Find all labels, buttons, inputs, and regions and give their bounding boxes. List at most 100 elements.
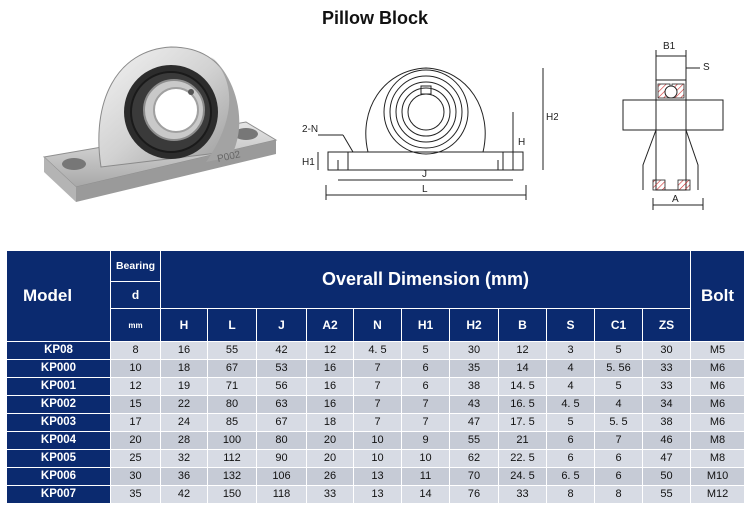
dim-cell-c1: 5 xyxy=(594,377,643,396)
model-cell: KP004 xyxy=(6,431,111,450)
dim-cell-b: 16. 5 xyxy=(498,395,547,414)
dim-cell-zs: 30 xyxy=(641,341,692,360)
bolt-cell: M10 xyxy=(690,467,746,486)
dim-cell-zs: 38 xyxy=(641,413,692,432)
dim-cell-zs: 33 xyxy=(641,359,692,378)
dim-cell-j: 53 xyxy=(256,359,307,378)
dim-cell-a2: 20 xyxy=(306,449,354,468)
dim-cell-a2: 18 xyxy=(306,413,354,432)
dim-cell-b: 14 xyxy=(498,359,547,378)
front-view-diagram: 2-N H1 H H2 J L xyxy=(302,67,558,200)
model-cell: KP08 xyxy=(6,341,111,360)
dim-cell-c1: 7 xyxy=(594,431,643,450)
dim-header-h: H xyxy=(160,308,208,342)
dim-cell-c1: 5. 5 xyxy=(594,413,643,432)
dim-cell-l: 100 xyxy=(207,431,257,450)
pillow-block-photo: P002 xyxy=(6,22,296,222)
bolt-cell: M5 xyxy=(690,341,746,360)
photo-mark-text: P002 xyxy=(216,149,242,165)
bearing-d-cell: 35 xyxy=(110,485,161,504)
dim-cell-h1: 7 xyxy=(401,395,450,414)
dim-cell-n: 13 xyxy=(353,467,402,486)
dim-cell-l: 67 xyxy=(207,359,257,378)
dim-cell-j: 63 xyxy=(256,395,307,414)
spec-table: Model Bearing Overall Dimension (mm) Bol… xyxy=(6,250,746,504)
dim-cell-n: 13 xyxy=(353,485,402,504)
d-header: d xyxy=(110,281,161,309)
label-h: H xyxy=(518,137,525,148)
dim-cell-c1: 6 xyxy=(594,449,643,468)
dim-header-c1: C1 xyxy=(594,308,643,342)
dim-cell-j: 118 xyxy=(256,485,307,504)
dim-cell-l: 132 xyxy=(207,467,257,486)
dim-cell-l: 112 xyxy=(207,449,257,468)
dim-cell-s: 8 xyxy=(546,485,595,504)
dim-header-l: L xyxy=(207,308,257,342)
dim-cell-h2: 47 xyxy=(449,413,499,432)
dim-header-h2: H2 xyxy=(449,308,499,342)
dim-cell-h1: 10 xyxy=(401,449,450,468)
dim-cell-n: 7 xyxy=(353,377,402,396)
dim-cell-h: 28 xyxy=(160,431,208,450)
dim-cell-h2: 76 xyxy=(449,485,499,504)
bearing-d-cell: 8 xyxy=(110,341,161,360)
dim-cell-h: 18 xyxy=(160,359,208,378)
dim-cell-s: 6 xyxy=(546,431,595,450)
dim-cell-a2: 16 xyxy=(306,395,354,414)
dim-cell-zs: 46 xyxy=(641,431,692,450)
label-h1: H1 xyxy=(302,157,315,168)
dim-cell-h2: 35 xyxy=(449,359,499,378)
label-h2: H2 xyxy=(546,112,558,123)
dim-cell-h2: 43 xyxy=(449,395,499,414)
label-j: J xyxy=(422,169,427,180)
dim-cell-h: 36 xyxy=(160,467,208,486)
bearing-d-cell: 25 xyxy=(110,449,161,468)
bearing-d-cell: 10 xyxy=(110,359,161,378)
dim-header-h1: H1 xyxy=(401,308,450,342)
label-l: L xyxy=(422,184,428,195)
bolt-header: Bolt xyxy=(690,250,746,342)
dim-cell-h2: 30 xyxy=(449,341,499,360)
dim-cell-zs: 47 xyxy=(641,449,692,468)
bearing-d-cell: 20 xyxy=(110,431,161,450)
dim-cell-l: 71 xyxy=(207,377,257,396)
dim-cell-n: 7 xyxy=(353,413,402,432)
mm-header: mm xyxy=(110,308,161,342)
bolt-cell: M6 xyxy=(690,395,746,414)
dim-cell-n: 7 xyxy=(353,359,402,378)
dim-cell-c1: 5. 56 xyxy=(594,359,643,378)
bearing-d-cell: 17 xyxy=(110,413,161,432)
dim-cell-h2: 55 xyxy=(449,431,499,450)
dim-cell-j: 80 xyxy=(256,431,307,450)
dim-cell-h1: 9 xyxy=(401,431,450,450)
dim-cell-j: 106 xyxy=(256,467,307,486)
dim-cell-n: 10 xyxy=(353,431,402,450)
dim-header-zs: ZS xyxy=(641,308,692,342)
dim-cell-h: 24 xyxy=(160,413,208,432)
dim-cell-n: 4. 5 xyxy=(353,341,402,360)
dim-cell-h: 42 xyxy=(160,485,208,504)
dim-cell-c1: 6 xyxy=(594,467,643,486)
dim-cell-s: 4. 5 xyxy=(546,395,595,414)
dim-header-s: S xyxy=(546,308,595,342)
bearing-header: Bearing xyxy=(110,250,161,282)
label-b1: B1 xyxy=(663,41,676,52)
label-a: A xyxy=(672,194,679,205)
dim-cell-h1: 5 xyxy=(401,341,450,360)
dim-cell-s: 5 xyxy=(546,413,595,432)
dim-cell-h1: 11 xyxy=(401,467,450,486)
dim-cell-h1: 14 xyxy=(401,485,450,504)
bolt-cell: M12 xyxy=(690,485,746,504)
model-cell: KP002 xyxy=(6,395,111,414)
model-cell: KP007 xyxy=(6,485,111,504)
dim-cell-j: 67 xyxy=(256,413,307,432)
dim-cell-n: 7 xyxy=(353,395,402,414)
dim-cell-s: 6 xyxy=(546,449,595,468)
dim-cell-c1: 4 xyxy=(594,395,643,414)
model-cell: KP005 xyxy=(6,449,111,468)
label-2n: 2-N xyxy=(302,124,318,135)
bearing-d-cell: 30 xyxy=(110,467,161,486)
